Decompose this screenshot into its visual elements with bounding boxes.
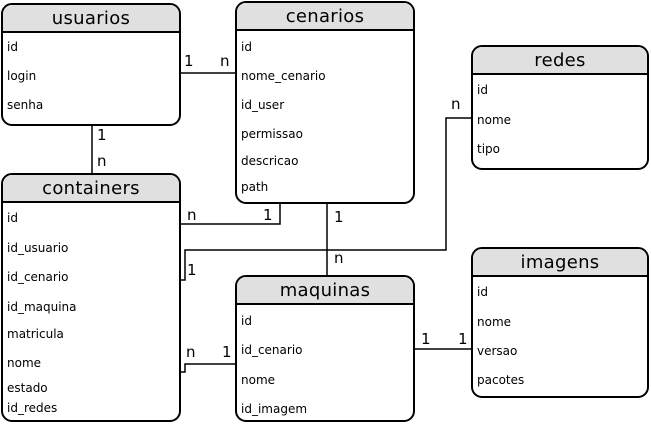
field-id-redes: id_redes <box>7 401 58 415</box>
card-usuarios-containers-to: n <box>97 152 107 170</box>
entity-imagens[interactable]: imagens id nome versao pacotes <box>471 247 649 398</box>
link-cenarios-containers <box>180 203 281 225</box>
card-usuarios-containers-from: 1 <box>97 126 107 144</box>
field-nome: nome <box>477 113 512 127</box>
entity-maquinas[interactable]: maquinas id id_cenario nome id_imagem <box>235 275 415 422</box>
entity-usuarios[interactable]: usuarios id login senha <box>1 3 181 126</box>
link-redes-containers <box>180 117 472 281</box>
field-nome: nome <box>477 315 512 329</box>
field-id: id <box>477 83 488 97</box>
field-nome: nome <box>241 373 276 387</box>
field-login: login <box>7 69 37 83</box>
field-permissao: permissao <box>241 127 303 141</box>
entity-cenarios[interactable]: cenarios id nome_cenario id_user permiss… <box>235 1 415 204</box>
card-cenarios-containers-from: 1 <box>263 206 273 224</box>
entity-containers[interactable]: containers id id_usuario id_cenario id_m… <box>1 173 181 422</box>
card-redes-containers-to: 1 <box>187 261 197 279</box>
entity-title: containers <box>3 175 179 203</box>
entity-title: cenarios <box>237 3 413 31</box>
field-senha: senha <box>7 98 44 112</box>
card-imagens-maquinas-from: 1 <box>458 330 468 348</box>
card-cenarios-containers-to: n <box>187 206 197 224</box>
field-id-usuario: id_usuario <box>7 241 69 255</box>
field-id: id <box>241 314 252 328</box>
field-id: id <box>241 40 252 54</box>
entity-redes[interactable]: redes id nome tipo <box>471 45 649 170</box>
field-pacotes: pacotes <box>477 373 525 387</box>
field-id-cenario: id_cenario <box>241 343 303 357</box>
field-nome-cenario: nome_cenario <box>241 69 326 83</box>
field-id: id <box>7 40 18 54</box>
field-id-user: id_user <box>241 98 285 112</box>
link-maquinas-containers <box>180 363 236 373</box>
field-descricao: descricao <box>241 154 299 168</box>
field-tipo: tipo <box>477 142 500 156</box>
field-matricula: matricula <box>7 327 64 341</box>
field-id-cenario: id_cenario <box>7 270 69 284</box>
card-usuarios-cenarios-from: 1 <box>184 52 194 70</box>
card-cenarios-maquinas-to: n <box>334 249 344 267</box>
card-usuarios-cenarios-to: n <box>220 52 230 70</box>
field-estado: estado <box>7 381 48 395</box>
entity-title: maquinas <box>237 277 413 305</box>
card-redes-containers-from: n <box>451 95 461 113</box>
entity-title: redes <box>473 47 647 75</box>
card-maquinas-containers-from: 1 <box>222 343 232 361</box>
card-cenarios-maquinas-from: 1 <box>334 208 344 226</box>
field-id-maquina: id_maquina <box>7 300 77 314</box>
field-nome: nome <box>7 356 42 370</box>
entity-title: usuarios <box>3 5 179 33</box>
card-maquinas-containers-to: n <box>186 343 196 361</box>
field-id: id <box>477 285 488 299</box>
field-id-imagem: id_imagem <box>241 402 308 416</box>
field-versao: versao <box>477 344 518 358</box>
card-imagens-maquinas-to: 1 <box>421 330 431 348</box>
field-path: path <box>241 180 269 194</box>
field-id: id <box>7 211 18 225</box>
entity-title: imagens <box>473 249 647 277</box>
